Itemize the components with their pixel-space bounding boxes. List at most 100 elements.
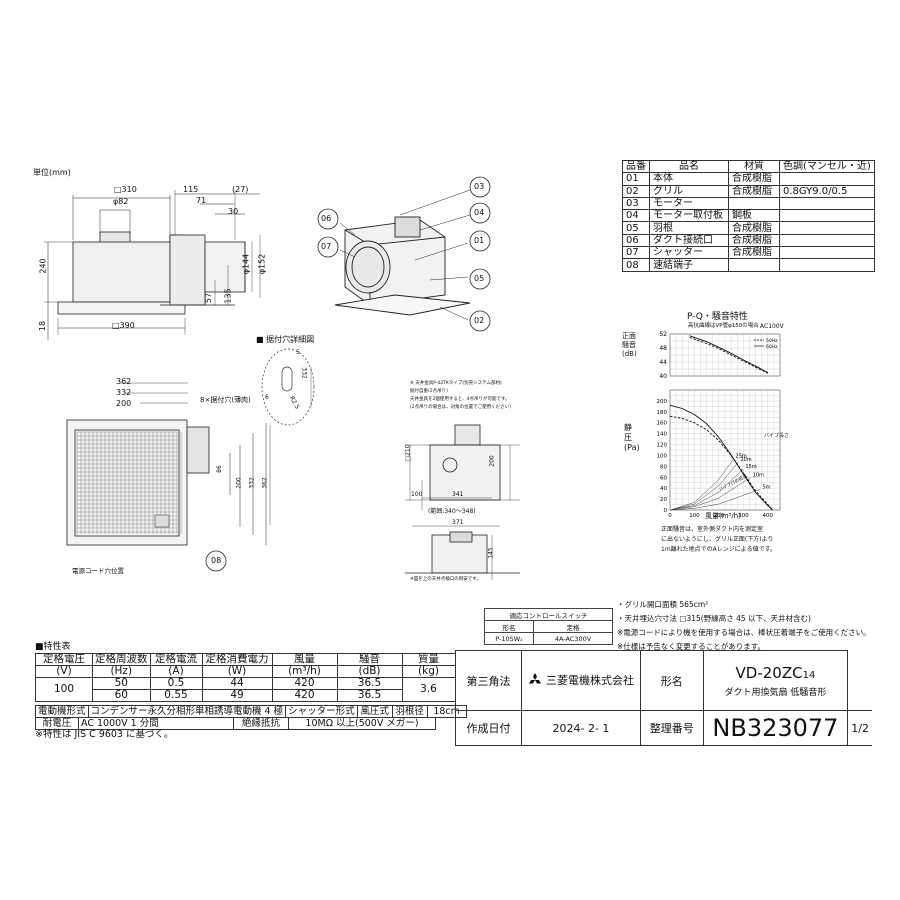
dim-hole-5: 5 (296, 349, 300, 356)
parts-header: 品名 (649, 159, 729, 174)
noise-curve-50hz (689, 335, 769, 373)
mount-detail-title: ■ 据付穴詳細図 (256, 335, 315, 344)
spec-mass: 3.6 (401, 677, 456, 702)
part-color (779, 221, 875, 235)
pressure-tick-label: 180 (657, 410, 668, 416)
withstand-label: 耐電圧 (35, 717, 79, 730)
dim-duct-dia: φ82 (113, 197, 129, 206)
model-cell: VD-20ZC14 ダクト用換気扇 低騒音形 (702, 650, 849, 711)
dim-ceiling-371: 371 (452, 519, 464, 526)
company-name: 三菱電機株式会社 (545, 674, 634, 687)
model-number: VD-20ZC (735, 663, 803, 682)
page-number: 1/2 (847, 710, 872, 746)
control-rating: 4A-AC300V (533, 632, 613, 645)
spec-unit: (kg) (401, 665, 456, 678)
part-material: 合成樹脂 (728, 184, 780, 198)
pressure-ylabel: 静圧(Pa) (624, 423, 640, 452)
ceiling-note-line: 天井金具を2個使用すると、4点吊りが可能です。 (410, 397, 510, 402)
dim-flange: 18 (38, 320, 48, 332)
perspective-view-drawing (317, 176, 491, 332)
spec-noise: 36.5 (336, 689, 403, 702)
spec-unit: (W) (201, 665, 273, 678)
resistance-curve-label: 10m (753, 472, 764, 478)
table-row: 60 0.55 49 420 36.5 (36, 689, 456, 702)
spec-table: 定格電圧 定格周波数 定格電流 定格消費電力 風量 騒音 質量 (V) (Hz)… (35, 653, 456, 702)
spec-airflow: 420 (271, 689, 338, 702)
spec-title: ■特性表 (35, 642, 71, 652)
dim-ceiling-210: □210 (404, 444, 412, 462)
spec-voltage: 100 (35, 677, 93, 702)
pipe-length-label: パイプ長さ (764, 433, 790, 439)
part-no: 02 (622, 184, 650, 198)
dim-side-30: 30 (228, 207, 239, 216)
pressure-tick-label: 140 (657, 432, 668, 438)
part-color (779, 209, 875, 223)
spec-header: 風量 (271, 653, 338, 666)
x-tick-label: 200 (714, 513, 725, 519)
chart-title: P-Q・騒音特性 (687, 312, 748, 322)
parts-header: 色調(マンセル・近) (779, 159, 875, 174)
part-material: 合成樹脂 (728, 246, 780, 260)
spec-freq: 50 (92, 677, 151, 690)
part-name: 速結端子 (649, 258, 729, 272)
parts-header: 材質 (728, 159, 780, 174)
dim-plan-200: 200 (116, 399, 132, 408)
pressure-tick-label: 40 (660, 486, 667, 492)
resistance-curve (669, 489, 761, 511)
chart-note-line: に出ないようにし、グリル正面(下方)より (661, 536, 774, 543)
chart-note-line: 1m離れた地点でのAレンジによる値です。 (661, 546, 776, 553)
ceiling-footnote: ※図を上の天井点検口の目安です。 (410, 577, 481, 582)
x-tick-label: 400 (763, 513, 774, 519)
control-model: P-10SW₂ (484, 632, 534, 645)
dim-side-144: φ144 (241, 253, 251, 275)
part-name: ダクト接続口 (649, 233, 729, 248)
part-material: 合成樹脂 (728, 221, 780, 235)
part-no: 06 (622, 233, 650, 248)
resistance-curve (669, 458, 734, 511)
part-color (779, 246, 875, 260)
parts-header: 品番 (622, 159, 650, 174)
part-name: シャッター (649, 246, 729, 260)
dim-ceiling-range: (範囲:340～348) (428, 508, 476, 515)
unit-label: 単位(mm) (33, 168, 71, 177)
callout-06: 06 (321, 214, 332, 223)
part-name: 本体 (649, 172, 729, 186)
pressure-tick-label: 200 (657, 399, 668, 405)
dim-height: 240 (38, 258, 48, 274)
spec-current: 0.55 (149, 689, 203, 702)
dim-ceiling-341: 341 (452, 491, 464, 498)
spec-power: 44 (201, 677, 273, 690)
table-row: 電動機形式 コンデンサー永久分相形単相誘導電動機 4 極 シャッター形式 風圧式… (35, 705, 467, 718)
pressure-tick-label: 60 (660, 475, 667, 481)
spec-unit-row: (V) (Hz) (A) (W) (m³/h) (dB) (kg) (35, 665, 456, 678)
spec-header: 定格電圧 (35, 653, 93, 666)
part-color: 0.8GY9.0/0.5 (779, 184, 875, 198)
part-material: 合成樹脂 (728, 233, 780, 248)
pressure-tick-label: 0 (664, 508, 668, 514)
part-no: 07 (622, 246, 650, 260)
part-no: 08 (622, 258, 650, 272)
callout-05: 05 (474, 274, 485, 283)
dim-ceiling-200: 200 (488, 455, 496, 467)
spec-unit: (V) (35, 665, 93, 678)
table-row: 耐電圧 AC 1000V 1 分間 絶縁抵抗 10MΩ 以上(500V メガー) (35, 717, 436, 730)
dim-plan-332v: 332 (248, 477, 256, 489)
part-no: 03 (622, 196, 650, 211)
callout-01: 01 (474, 236, 485, 245)
dim-plan-200v: 200 (235, 477, 243, 489)
legend-label: 50Hz (766, 338, 778, 344)
dim-hole-6: 6 (265, 394, 269, 401)
resistance-curve-label: 20m (740, 457, 751, 463)
dim-side-115: 115 (183, 185, 199, 194)
part-material: 鋼板 (728, 209, 780, 223)
dim-plan-332: 332 (116, 388, 132, 397)
pressure-tick-label: 20 (660, 497, 667, 503)
x-tick-label: 300 (738, 513, 749, 519)
part-no: 01 (622, 172, 650, 186)
